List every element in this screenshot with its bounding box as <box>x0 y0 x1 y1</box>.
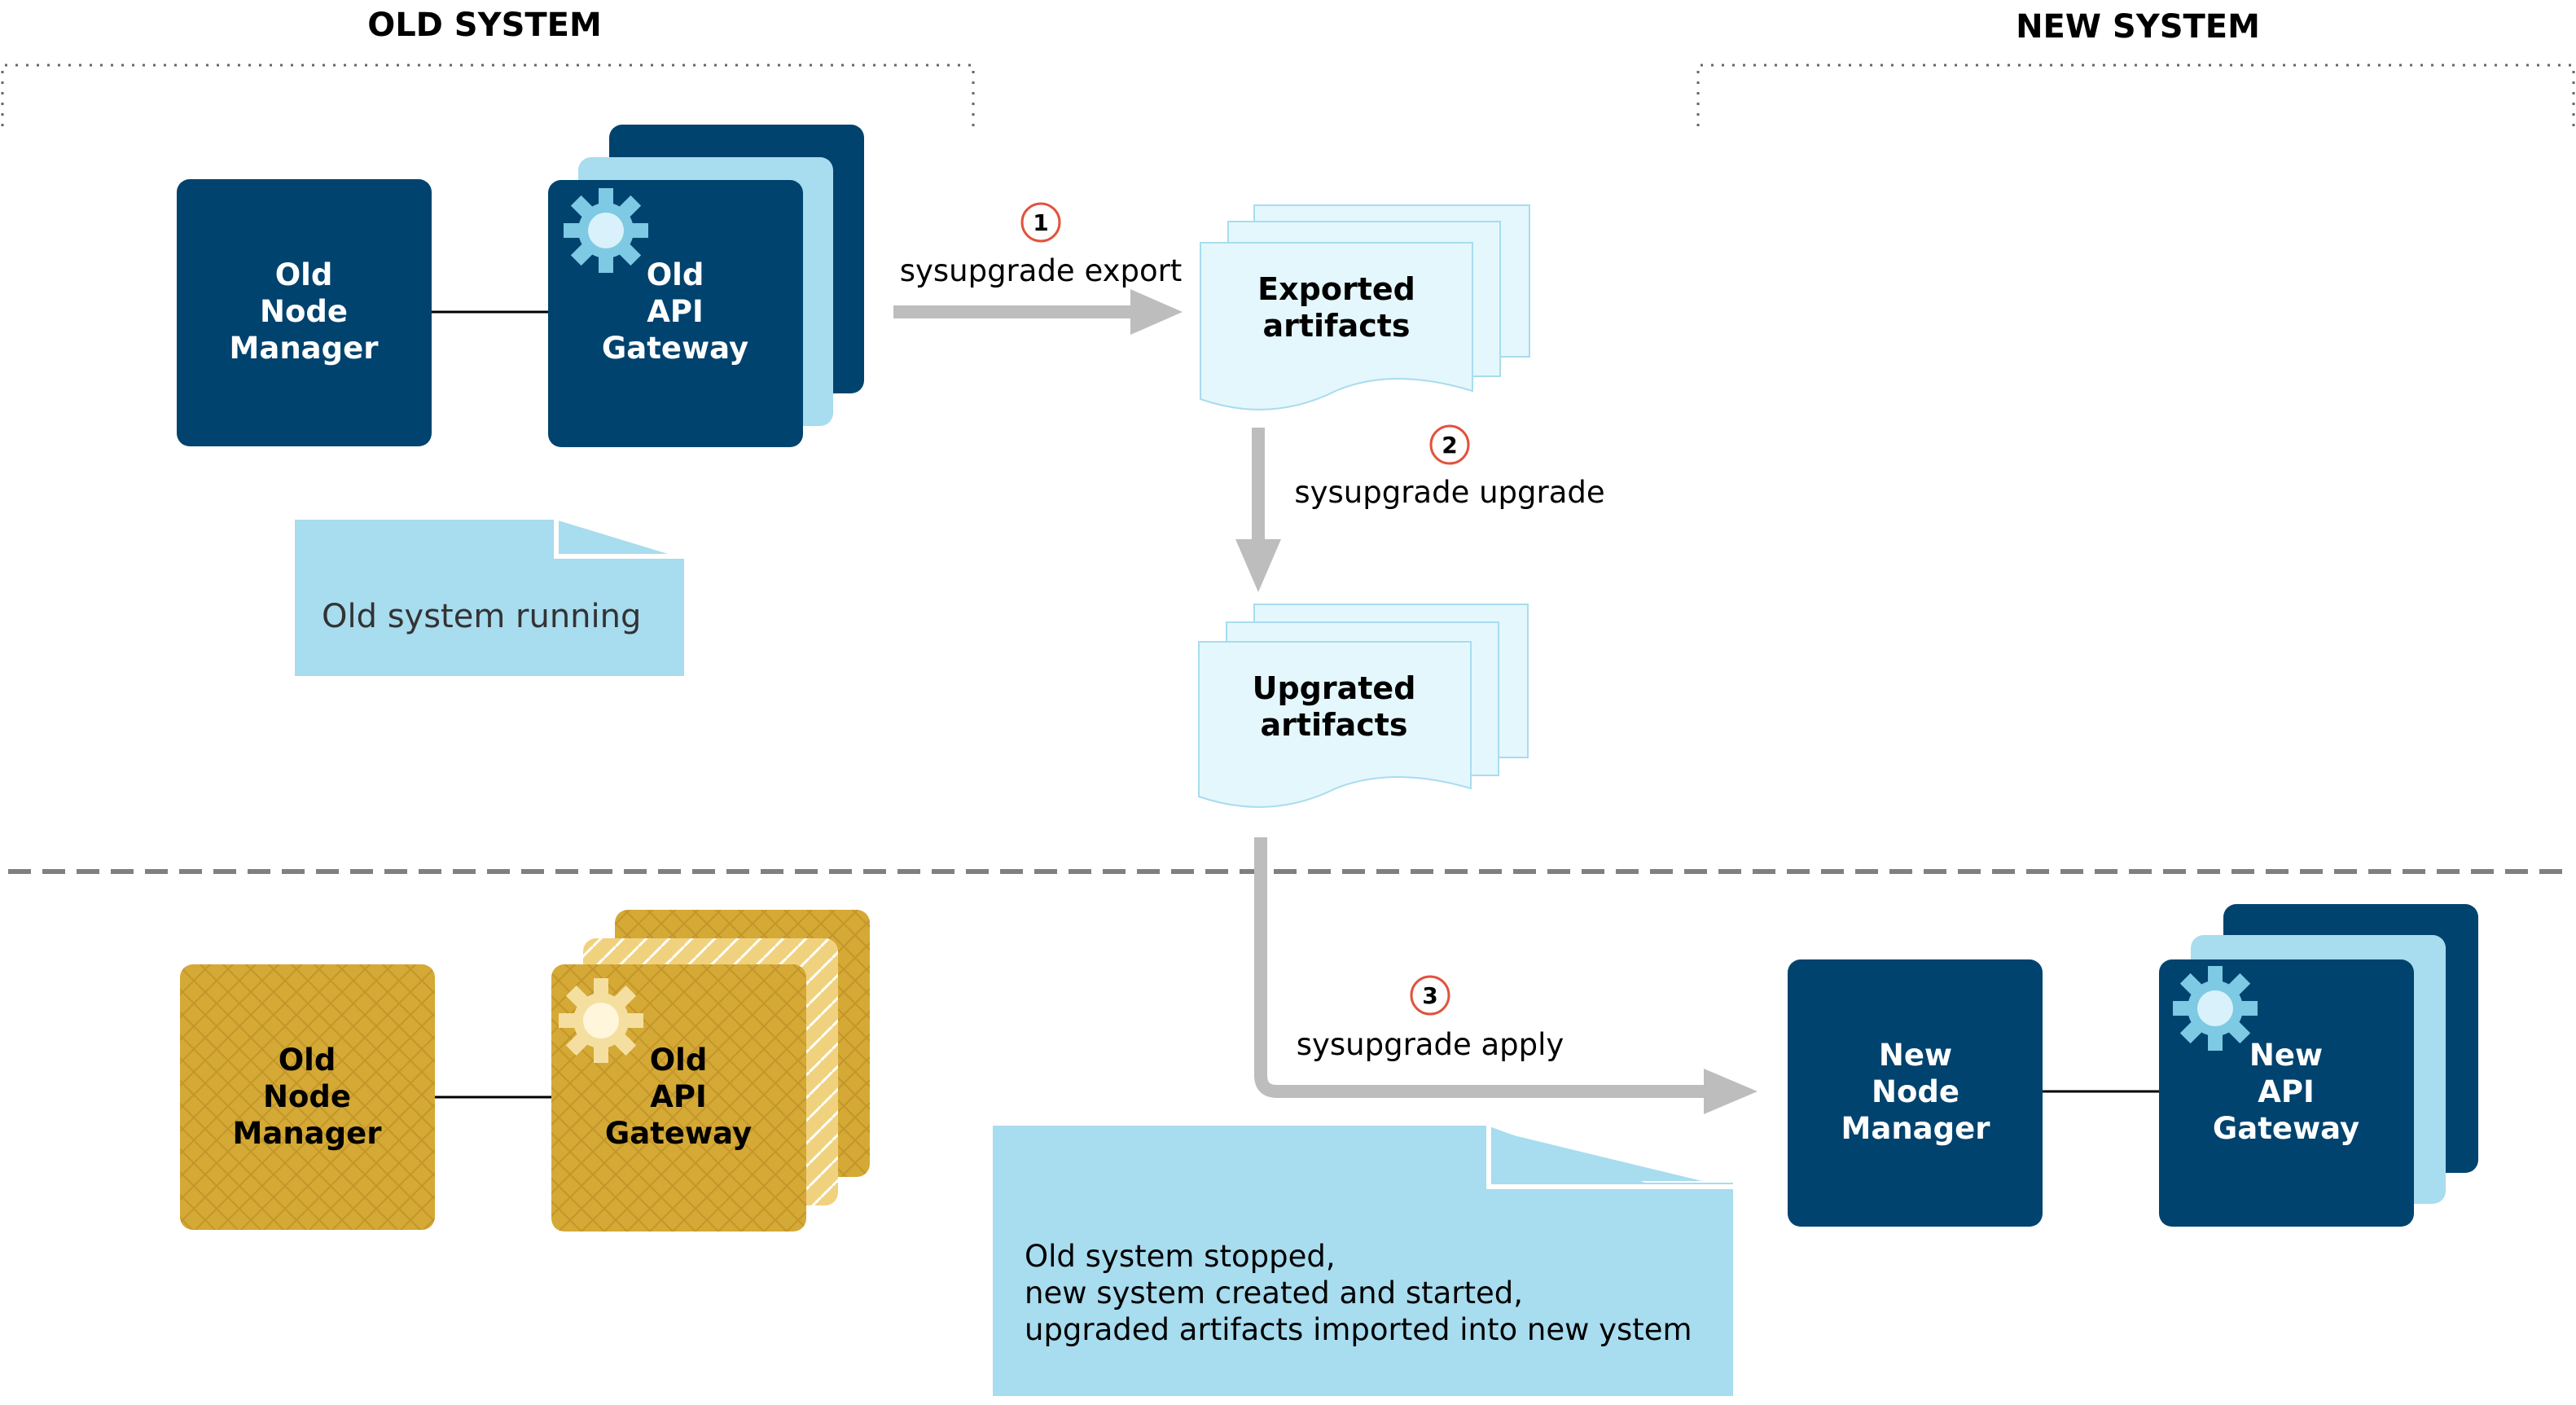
step3-number-badge: 3 <box>1410 975 1450 1016</box>
note-old-stopped: Old system stopped, new system created a… <box>993 1126 1733 1396</box>
box-label-line: Old <box>279 1043 336 1078</box>
doc-label-line: artifacts <box>1262 308 1410 344</box>
gear-icon <box>2173 966 2258 1051</box>
box-label-line: Node <box>1872 1074 1959 1109</box>
gear-icon <box>564 188 648 273</box>
box-label-line: Manager <box>230 331 380 366</box>
step1-label: sysupgrade export <box>900 253 1183 288</box>
new-system-bracket <box>1696 64 2575 126</box>
box-label-line: Old <box>647 257 704 292</box>
box-label-line: Gateway <box>605 1116 752 1151</box>
upgraded-artifacts-doc: Upgrated artifacts <box>1198 604 1529 808</box>
bottom-new-api-gateway: New API Gateway <box>2159 904 2478 1227</box>
top-old-api-gateway: Old API Gateway <box>548 125 864 447</box>
step3-number: 3 <box>1422 982 1437 1009</box>
box-label-line: Gateway <box>602 331 748 366</box>
step2-arrow <box>1235 428 1281 592</box>
top-old-node-manager: Old Node Manager <box>177 179 432 446</box>
doc-label-line: Exported <box>1257 271 1415 307</box>
step2-label: sysupgrade upgrade <box>1294 475 1604 510</box>
old-system-bracket <box>1 64 975 126</box>
step2-number: 2 <box>1442 432 1457 459</box>
note-stopped-line: Old system stopped, <box>1025 1239 1336 1274</box>
box-label-line: Manager <box>1841 1111 1991 1146</box>
box-label-line: Old <box>650 1043 708 1078</box>
box-label-line: Gateway <box>2213 1111 2359 1146</box>
box-label-line: API <box>650 1079 707 1114</box>
step3-arrow <box>1254 837 1758 1114</box>
step1-arrow <box>893 289 1183 335</box>
bottom-new-node-manager: New Node Manager <box>1788 959 2043 1227</box>
note-stopped-line: upgraded artifacts imported into new yst… <box>1025 1312 1692 1347</box>
box-label-line: API <box>647 294 704 329</box>
exported-artifacts-doc: Exported artifacts <box>1200 204 1530 411</box>
box-label-line: New <box>2249 1038 2323 1073</box>
note-running-text: Old system running <box>322 598 641 635</box>
old-system-header: OLD SYSTEM <box>367 7 602 44</box>
doc-label-line: Upgrated <box>1253 670 1416 706</box>
step1-number: 1 <box>1033 209 1048 236</box>
step3-label: sysupgrade apply <box>1297 1027 1564 1062</box>
note-old-running: Old system running <box>295 520 684 676</box>
new-system-header: NEW SYSTEM <box>2016 8 2260 46</box>
box-label-line: Old <box>275 257 333 292</box>
box-label-line: Node <box>260 294 348 329</box>
bottom-old-node-manager: Old Node Manager <box>180 964 435 1230</box>
box-label-line: Manager <box>233 1116 383 1151</box>
box-label-line: New <box>1879 1038 1952 1073</box>
gear-icon <box>559 978 643 1063</box>
box-label-line: Node <box>263 1079 351 1114</box>
doc-label-line: artifacts <box>1260 707 1407 743</box>
note-stopped-line: new system created and started, <box>1025 1275 1523 1311</box>
step1-number-badge: 1 <box>1020 202 1061 243</box>
step2-number-badge: 2 <box>1429 424 1470 465</box>
bottom-old-api-gateway: Old API Gateway <box>551 910 870 1232</box>
box-label-line: API <box>2258 1074 2315 1109</box>
